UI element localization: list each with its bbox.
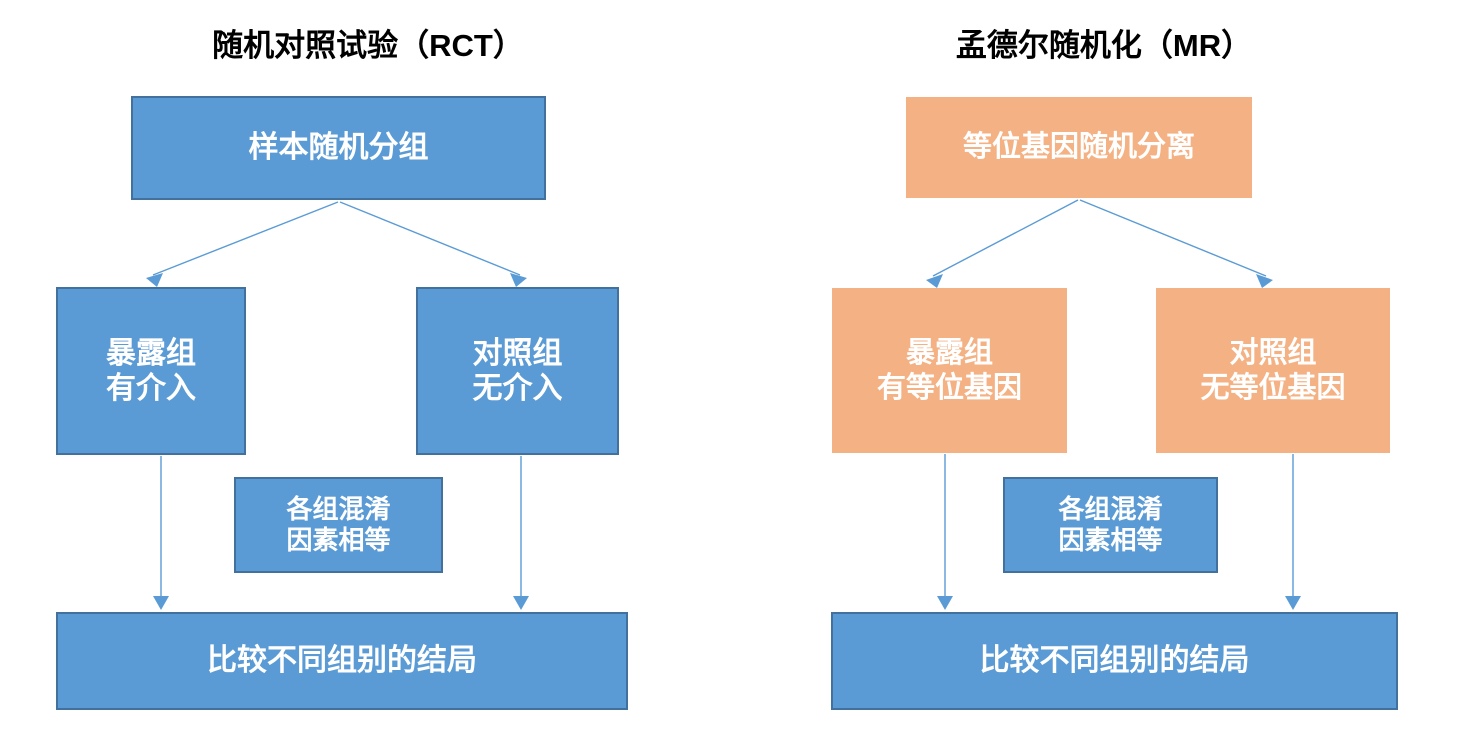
edge-control-to-outcome-arrowhead xyxy=(513,596,529,610)
edge-control-to-outcome-arrowhead xyxy=(1285,596,1301,610)
panel-rct-title: 随机对照试验（RCT） xyxy=(212,28,524,63)
edge-root-to-control-arrowhead xyxy=(1256,274,1273,288)
edge-root-to-exposed-arrowhead xyxy=(146,273,163,287)
rct-node-control-group[interactable]: 对照组 无介入 xyxy=(416,287,619,455)
mr-node-outcome[interactable]: 比较不同组别的结局 xyxy=(831,612,1398,710)
edge-root-to-exposed-arrowhead xyxy=(926,274,943,288)
mr-node-root[interactable]: 等位基因随机分离 xyxy=(906,97,1252,198)
edge-root-to-control-line xyxy=(339,201,521,276)
mr-node-exposed-group[interactable]: 暴露组 有等位基因 xyxy=(832,288,1067,453)
panel-rct: 随机对照试验（RCT） 样本随机分组 暴露组 有介入 对照组 无介入 各组混淆 … xyxy=(56,28,628,710)
edge-root-to-control-arrowhead xyxy=(510,273,527,287)
edge-root-to-control-line xyxy=(1079,199,1267,277)
edge-root-to-exposed-line xyxy=(932,199,1079,277)
edge-exposed-to-outcome-arrowhead xyxy=(153,596,169,610)
rct-node-exposed-group[interactable]: 暴露组 有介入 xyxy=(56,287,246,455)
edge-root-to-exposed-line xyxy=(152,201,339,276)
panel-mr-title: 孟德尔随机化（MR） xyxy=(955,28,1253,63)
edge-exposed-to-outcome-arrowhead xyxy=(937,596,953,610)
mr-node-control-group[interactable]: 对照组 无等位基因 xyxy=(1156,288,1390,453)
mr-node-confounder-note[interactable]: 各组混淆 因素相等 xyxy=(1003,477,1218,573)
rct-node-confounder-note[interactable]: 各组混淆 因素相等 xyxy=(234,477,443,573)
rct-node-outcome[interactable]: 比较不同组别的结局 xyxy=(56,612,628,710)
rct-node-root[interactable]: 样本随机分组 xyxy=(131,96,546,200)
panel-mr: 孟德尔随机化（MR） 等位基因随机分离 暴露组 有等位基因 对照组 无等位基因 … xyxy=(736,0,1472,752)
